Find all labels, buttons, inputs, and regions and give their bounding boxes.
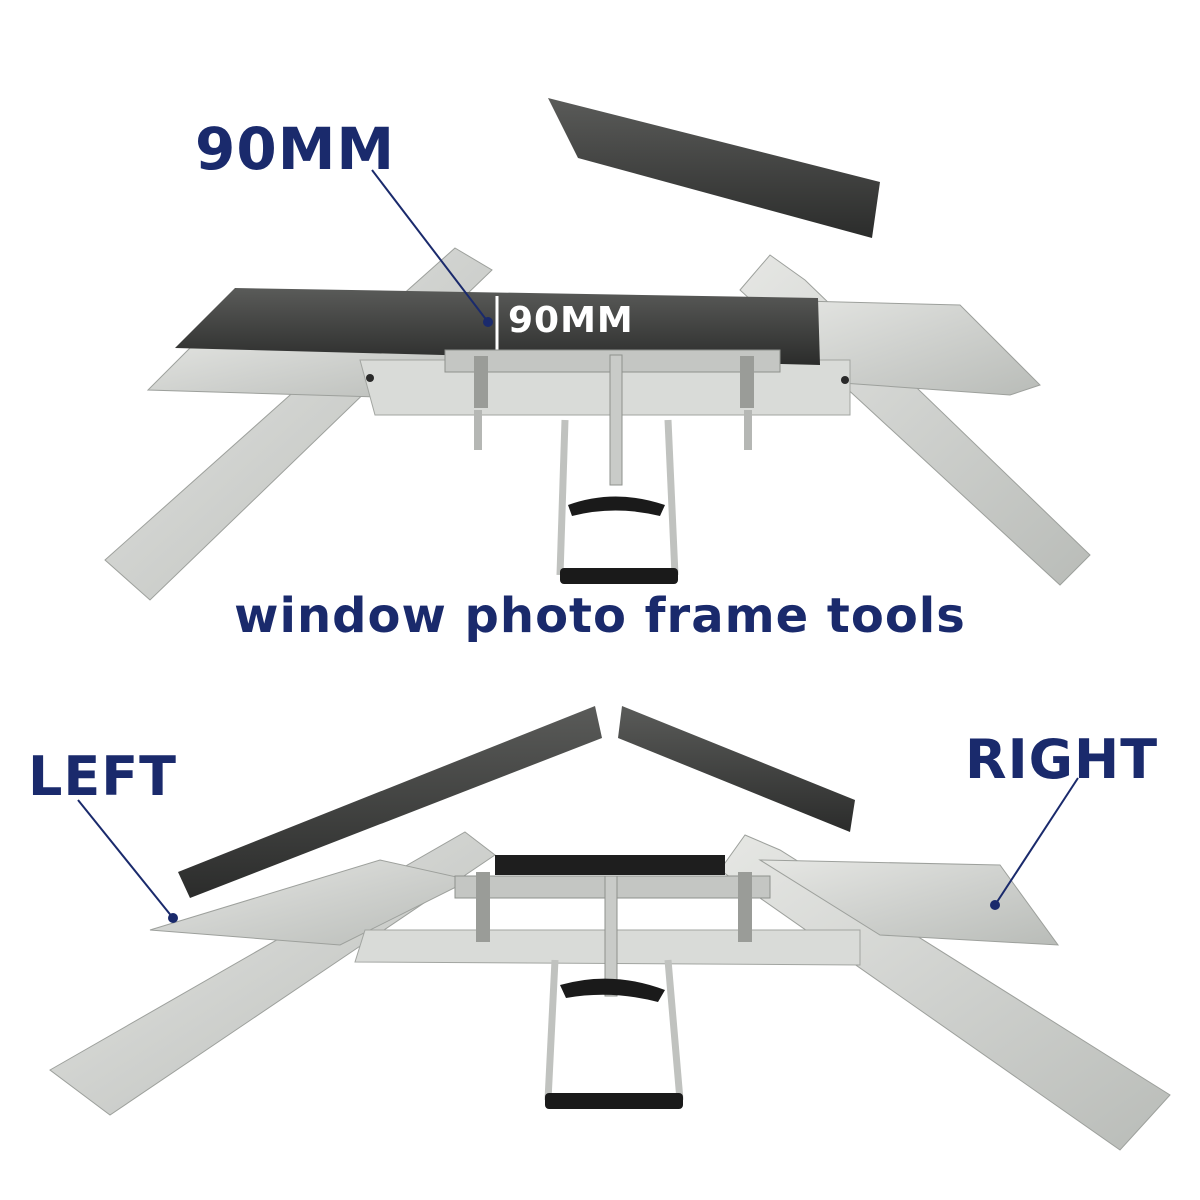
top-t-handle bbox=[568, 496, 665, 516]
bottom-right-molding bbox=[618, 706, 855, 832]
bottom-grip bbox=[545, 1093, 683, 1109]
top-handle-frame bbox=[556, 419, 679, 576]
right-label: RIGHT bbox=[965, 728, 1159, 791]
dimension-label-top: 90MM bbox=[195, 115, 396, 183]
bottom-handle-frame bbox=[544, 959, 684, 1101]
top-springs bbox=[474, 356, 754, 408]
top-grip bbox=[560, 568, 678, 584]
bottom-t-handle bbox=[560, 978, 665, 1002]
leader-left bbox=[77, 799, 174, 919]
bottom-right-plate bbox=[758, 859, 1060, 946]
top-loose-molding bbox=[548, 98, 880, 238]
leader-90mm bbox=[371, 169, 489, 323]
dimension-label-inline: 90MM bbox=[508, 300, 634, 341]
leader-right bbox=[994, 777, 1079, 906]
bottom-jig bbox=[49, 706, 1171, 1151]
top-jig bbox=[104, 98, 1091, 601]
bottom-springs bbox=[476, 872, 752, 942]
bottom-left-molding bbox=[178, 706, 602, 898]
bottom-backstop bbox=[495, 855, 725, 875]
left-label: LEFT bbox=[28, 745, 178, 808]
caption: window photo frame tools bbox=[234, 588, 966, 644]
